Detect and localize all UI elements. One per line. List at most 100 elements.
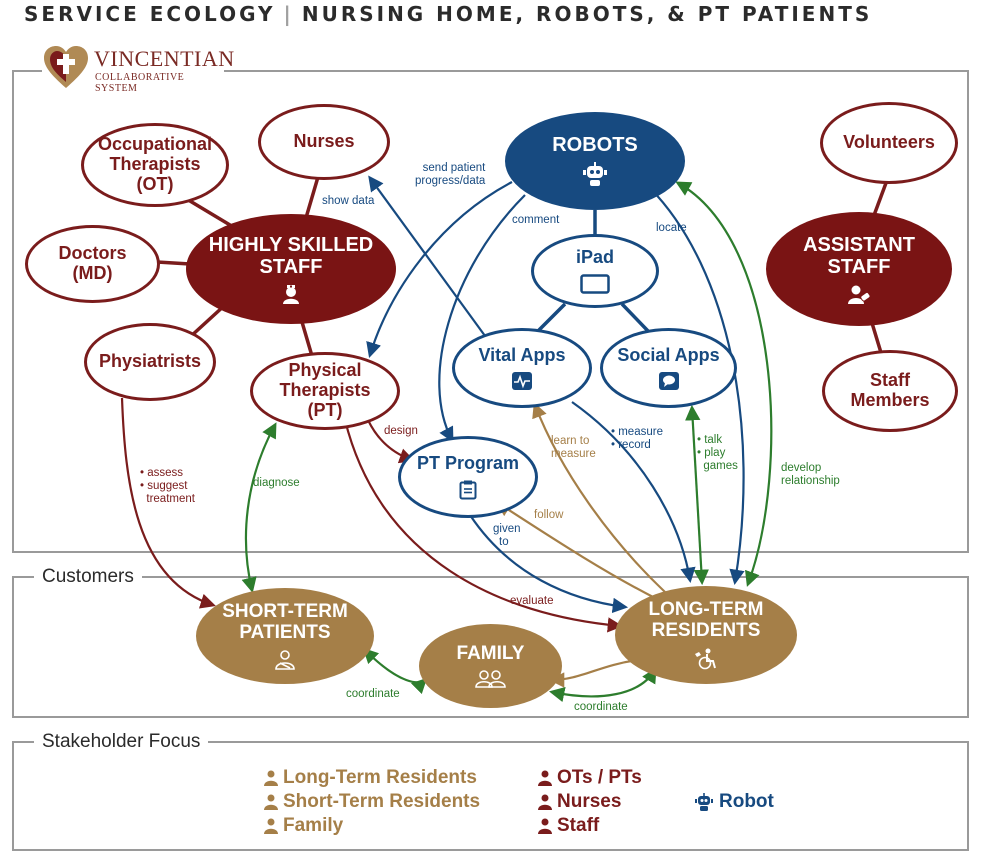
send-patient-line-1: send patient: [422, 162, 486, 174]
chat-icon: [658, 371, 679, 390]
legend-robot-label: Robot: [719, 791, 774, 812]
arrow-pt-to-ltr: [343, 419, 624, 633]
to-line: to: [499, 536, 509, 549]
staff-members-line-1: Staff: [870, 370, 910, 391]
arrow-ltr-to-family: [548, 658, 639, 688]
connector-doctors-staff: [156, 260, 191, 266]
person-icon: [264, 770, 278, 786]
talk-line: • talk: [697, 434, 723, 446]
tablet-icon: [580, 274, 610, 294]
connector-pt-staff: [300, 321, 314, 357]
arrow-robots-ltr-develop: [675, 181, 773, 587]
page-title: SERVICE ECOLOGY|NURSING HOME, ROBOTS, & …: [24, 2, 872, 26]
nurses-label: Nurses: [293, 131, 355, 152]
helper-icon: [848, 285, 871, 304]
family-icon: [474, 670, 506, 689]
robot-icon: [583, 162, 607, 186]
label-show-data: show data: [322, 195, 375, 207]
node-staff-members: Staff Members: [822, 350, 958, 432]
node-short-term-patients: SHORT-TERM PATIENTS: [196, 588, 374, 684]
ltr-line-1: LONG-TERM: [648, 599, 764, 621]
label-learn-to-measure: learn to measure: [551, 435, 596, 461]
legend-str-label: Short-Term Residents: [283, 791, 481, 812]
arrow-robots-to-pt: [366, 181, 513, 358]
nurse-icon: [283, 285, 299, 304]
node-long-term-residents: LONG-TERM RESIDENTS: [615, 586, 797, 684]
robots-label: ROBOTS: [552, 134, 638, 156]
connector-ipad-vital: [536, 302, 567, 333]
node-nurses: Nurses: [258, 104, 390, 180]
node-highly-skilled-staff: HIGHLY SKILLED STAFF: [186, 214, 396, 324]
arrow-ptprogram-to-ltr: [469, 514, 629, 614]
wheelchair-icon: [695, 648, 716, 670]
customers-frame: [12, 576, 969, 718]
social-apps-label: Social Apps: [617, 345, 720, 366]
label-evaluate: evaluate: [510, 595, 554, 607]
legend-ltr-label: Long-Term Residents: [283, 767, 477, 788]
label-assess-suggest: • assess • suggest treatment: [140, 467, 195, 507]
node-robots: ROBOTS: [505, 112, 685, 210]
legend-staff-label: Staff: [557, 815, 600, 836]
arrow-robots-to-ptprogram: [438, 194, 526, 443]
node-physical-therapists: Physical Therapists (PT): [250, 352, 400, 430]
node-doctors: Doctors (MD): [25, 225, 160, 303]
physiatrists-label: Physiatrists: [98, 351, 202, 372]
tech-connectors: [536, 210, 650, 333]
logo-tagline: COLLABORATIVE SYSTEM: [95, 72, 185, 94]
title-main: SERVICE ECOLOGY: [24, 2, 276, 26]
label-coordinate-left: coordinate: [346, 688, 400, 700]
legend-nurses-label: Nurses: [557, 791, 622, 812]
arrow-pt-stp-diagnose: [241, 422, 277, 593]
label-measure-record: • measure • record: [611, 426, 663, 452]
develop-line-2: relationship: [781, 475, 840, 488]
hss-line-1: HIGHLY SKILLED: [208, 234, 374, 256]
volunteers-label: Volunteers: [843, 132, 935, 153]
vital-apps-label: Vital Apps: [478, 345, 566, 366]
logo-name: VINCENTIAN: [94, 46, 235, 71]
node-pt-program: PT Program: [398, 436, 538, 518]
clipboard-icon: [459, 480, 477, 500]
suggest-line: • suggest: [140, 480, 188, 493]
label-comment: comment: [512, 214, 560, 226]
treatment-line: treatment: [140, 493, 195, 506]
play-line: • play: [697, 447, 726, 460]
label-send-patient-data: send patient progress/data: [415, 162, 485, 188]
node-physiatrists: Physiatrists: [84, 323, 216, 401]
develop-line-1: develop: [781, 462, 822, 474]
person-icon: [538, 770, 552, 786]
label-design: design: [384, 425, 418, 437]
record-line: • record: [611, 439, 651, 452]
label-diagnose: diagnose: [253, 477, 300, 489]
stp-line-2: PATIENTS: [239, 622, 331, 643]
node-occupational-therapists: Occupational Therapists (OT): [81, 123, 229, 207]
legend-long-term-residents: Long-Term Residents: [264, 767, 477, 789]
pt-line-1: Physical: [288, 360, 362, 381]
legend-family-label: Family: [283, 815, 344, 836]
label-talk-play-games: • talk • play games: [697, 434, 738, 474]
arrow-vital-to-nurses: [368, 175, 489, 341]
legend-ots-pts-label: OTs / PTs: [557, 767, 642, 788]
label-locate: locate: [656, 222, 687, 234]
label-develop-relationship: develop relationship: [781, 462, 840, 488]
legend-family: Family: [264, 815, 343, 837]
node-vital-apps: Vital Apps: [452, 328, 592, 408]
family-label: FAMILY: [456, 642, 525, 664]
pt-line-3: (PT): [307, 399, 343, 420]
person-icon: [264, 794, 278, 810]
arrow-ltr-to-ptprogram: [495, 501, 656, 599]
legend-robot: Robot: [694, 791, 774, 813]
legend-staff: Staff: [538, 815, 599, 837]
person-icon: [538, 818, 552, 834]
ecology-frame: [12, 70, 969, 553]
given-line: given: [493, 523, 521, 535]
title-subtitle: NURSING HOME, ROBOTS, & PT PATIENTS: [301, 2, 873, 26]
staff-connectors: [156, 176, 888, 357]
vitals-icon: [512, 371, 532, 390]
pt-line-2: Therapists: [279, 380, 371, 401]
patient-icon: [275, 650, 295, 670]
assistant-line-2: STAFF: [827, 256, 891, 278]
doctors-line-2: (MD): [72, 263, 113, 283]
games-line: games: [697, 460, 738, 473]
